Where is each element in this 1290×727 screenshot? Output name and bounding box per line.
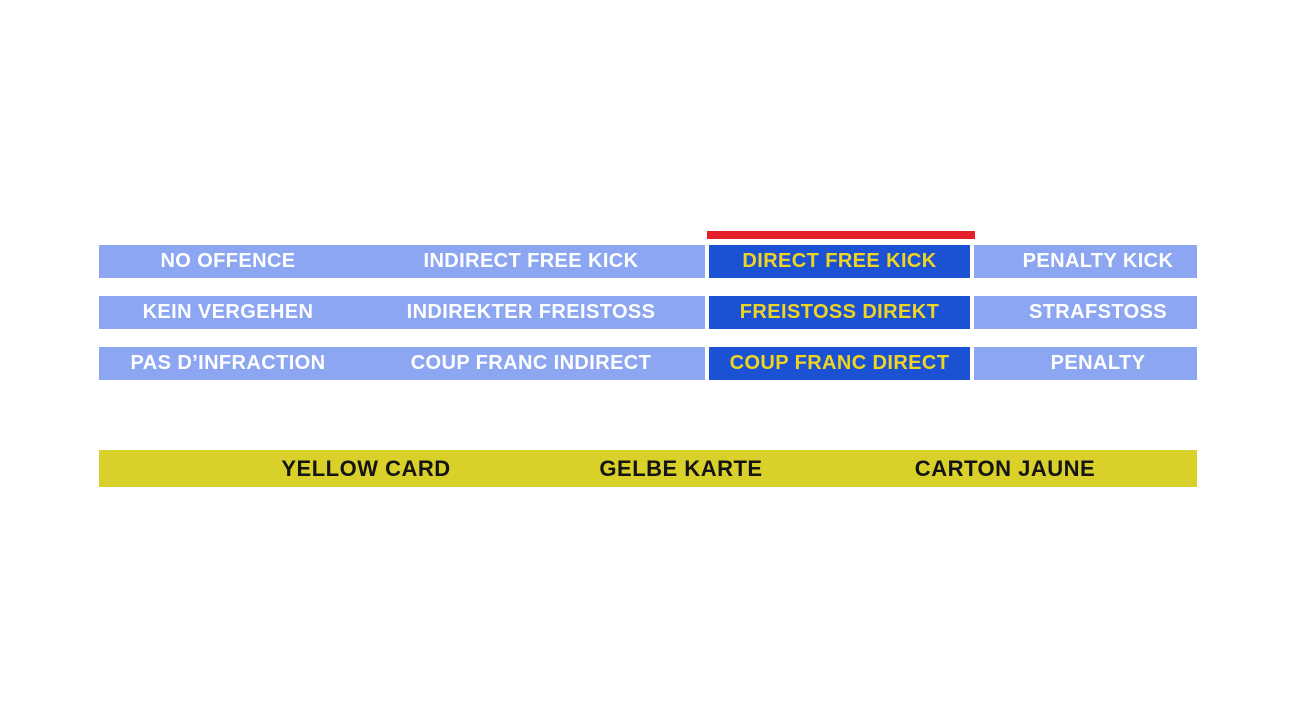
cell-divider [970,347,974,380]
answer-label: PENALTY KICK [1022,250,1174,272]
yellow-card-label-french: CARTON JAUNE [914,456,1096,481]
yellow-card-label-german: GELBE KARTE [599,456,763,481]
cell-divider [970,296,974,329]
answer-label: STRAFSTOSS [1028,301,1168,323]
answer-label: COUP FRANC DIRECT [729,352,950,374]
selected-answer-indicator [707,231,975,239]
answer-label: KEIN VERGEHEN [142,301,314,323]
cell-divider [970,245,974,278]
answer-cell-indirect-free-kick[interactable]: INDIRECT FREE KICK [357,245,705,278]
answer-label: PENALTY [1050,352,1146,374]
answer-cell-penalty[interactable]: PENALTY [974,347,1197,380]
answer-label: DIRECT FREE KICK [742,250,937,272]
answer-row-german: KEIN VERGEHEN INDIREKTER FREISTOSS FREIS… [99,296,1197,329]
answer-label: FREISTOSS DIREKT [739,301,940,323]
cell-divider [705,296,709,329]
answer-cell-freistoss-direkt-selected[interactable]: FREISTOSS DIREKT [709,296,970,329]
cell-divider [705,347,709,380]
answer-cell-coup-franc-direct-selected[interactable]: COUP FRANC DIRECT [709,347,970,380]
answer-label: PAS D’INFRACTION [130,352,326,374]
answer-cell-strafstoss[interactable]: STRAFSTOSS [974,296,1197,329]
answer-label: INDIREKTER FREISTOSS [406,301,656,323]
answer-cell-no-offence[interactable]: NO OFFENCE [99,245,357,278]
answer-cell-penalty-kick[interactable]: PENALTY KICK [974,245,1197,278]
answer-label: COUP FRANC INDIRECT [410,352,652,374]
answer-row-english: NO OFFENCE INDIRECT FREE KICK DIRECT FRE… [99,245,1197,278]
yellow-card-label-english: YELLOW CARD [281,456,451,481]
answer-label: NO OFFENCE [160,250,296,272]
answer-label: INDIRECT FREE KICK [423,250,639,272]
answer-cell-coup-franc-indirect[interactable]: COUP FRANC INDIRECT [357,347,705,380]
answer-cell-direct-free-kick-selected[interactable]: DIRECT FREE KICK [709,245,970,278]
cell-divider [705,245,709,278]
answer-cell-kein-vergehen[interactable]: KEIN VERGEHEN [99,296,357,329]
answer-cell-pas-d-infraction[interactable]: PAS D’INFRACTION [99,347,357,380]
answer-cell-indirekter-freistoss[interactable]: INDIREKTER FREISTOSS [357,296,705,329]
answer-row-french: PAS D’INFRACTION COUP FRANC INDIRECT COU… [99,347,1197,380]
yellow-card-bar[interactable]: YELLOW CARD GELBE KARTE CARTON JAUNE [99,450,1197,487]
